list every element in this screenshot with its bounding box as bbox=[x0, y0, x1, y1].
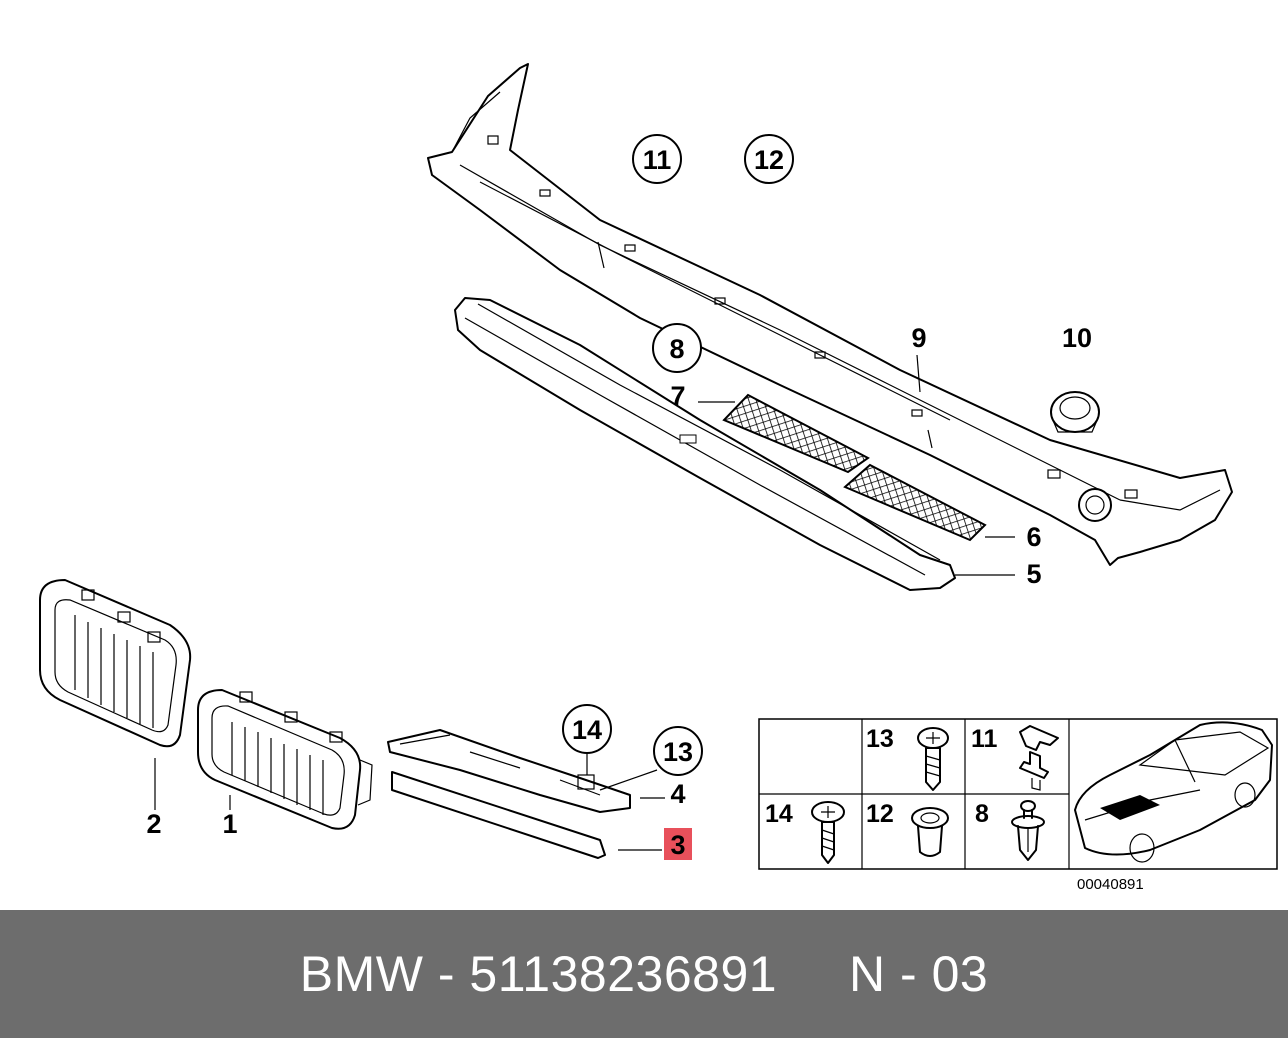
kidney-grille-left-part bbox=[39, 579, 192, 748]
kidney-grille-right-part bbox=[197, 689, 373, 830]
hardware-legend: 13 11 14 bbox=[758, 718, 1278, 870]
label-4: 4 bbox=[670, 779, 685, 809]
svg-text:12: 12 bbox=[754, 145, 784, 175]
filter-mesh-7-part bbox=[722, 393, 870, 474]
legend-cell-8: 8 bbox=[975, 800, 1045, 861]
svg-text:3: 3 bbox=[670, 830, 685, 860]
svg-text:11: 11 bbox=[643, 145, 672, 175]
svg-text:8: 8 bbox=[975, 800, 989, 828]
filter-mesh-6-part bbox=[843, 463, 987, 542]
bracket-part bbox=[387, 729, 631, 813]
svg-text:14: 14 bbox=[765, 800, 793, 828]
svg-text:13: 13 bbox=[663, 737, 693, 767]
svg-text:14: 14 bbox=[572, 715, 602, 745]
trim-strip-part bbox=[391, 771, 606, 859]
parts-diagram: 11 12 8 14 13 9 10 7 6 5 4 2 1 3 13 bbox=[39, 63, 1278, 893]
label-7: 7 bbox=[670, 381, 685, 411]
callout-12: 12 bbox=[744, 134, 794, 184]
car-location-thumbnail bbox=[1074, 721, 1273, 863]
highlight-callout-3: 3 bbox=[664, 828, 692, 860]
svg-text:8: 8 bbox=[669, 334, 684, 364]
svg-text:11: 11 bbox=[971, 725, 998, 753]
svg-text:12: 12 bbox=[866, 800, 894, 828]
svg-text:13: 13 bbox=[866, 725, 894, 753]
footer-bar: BMW - 51138236891 N - 03 bbox=[0, 910, 1288, 1038]
callout-11: 11 bbox=[632, 134, 682, 184]
callout-8: 8 bbox=[652, 323, 702, 373]
legend-cell-14: 14 bbox=[765, 800, 845, 864]
label-5: 5 bbox=[1026, 559, 1041, 589]
label-2: 2 bbox=[146, 809, 161, 839]
part-number-caption: BMW - 51138236891 N - 03 bbox=[299, 946, 989, 1002]
legend-cell-11: 11 bbox=[971, 725, 1059, 791]
label-10: 10 bbox=[1062, 323, 1092, 353]
grommet-part bbox=[1050, 391, 1100, 433]
leader-lines bbox=[154, 354, 1015, 851]
label-6: 6 bbox=[1026, 522, 1041, 552]
legend-cell-12: 12 bbox=[866, 800, 949, 857]
lower-cowl-grille-part bbox=[454, 297, 956, 591]
diagram-reference-number: 00040891 bbox=[1077, 876, 1144, 893]
legend-cell-13: 13 bbox=[866, 725, 949, 791]
rivet-icon bbox=[1011, 800, 1045, 861]
screw-icon bbox=[917, 727, 949, 791]
callout-13: 13 bbox=[653, 726, 703, 776]
expanding-nut-icon bbox=[911, 807, 949, 857]
callout-14: 14 bbox=[562, 704, 612, 754]
label-9: 9 bbox=[911, 323, 926, 353]
cowl-panel-part bbox=[427, 63, 1233, 566]
screw-icon bbox=[811, 801, 845, 864]
label-1: 1 bbox=[222, 809, 237, 839]
clip-icon bbox=[1019, 725, 1059, 791]
